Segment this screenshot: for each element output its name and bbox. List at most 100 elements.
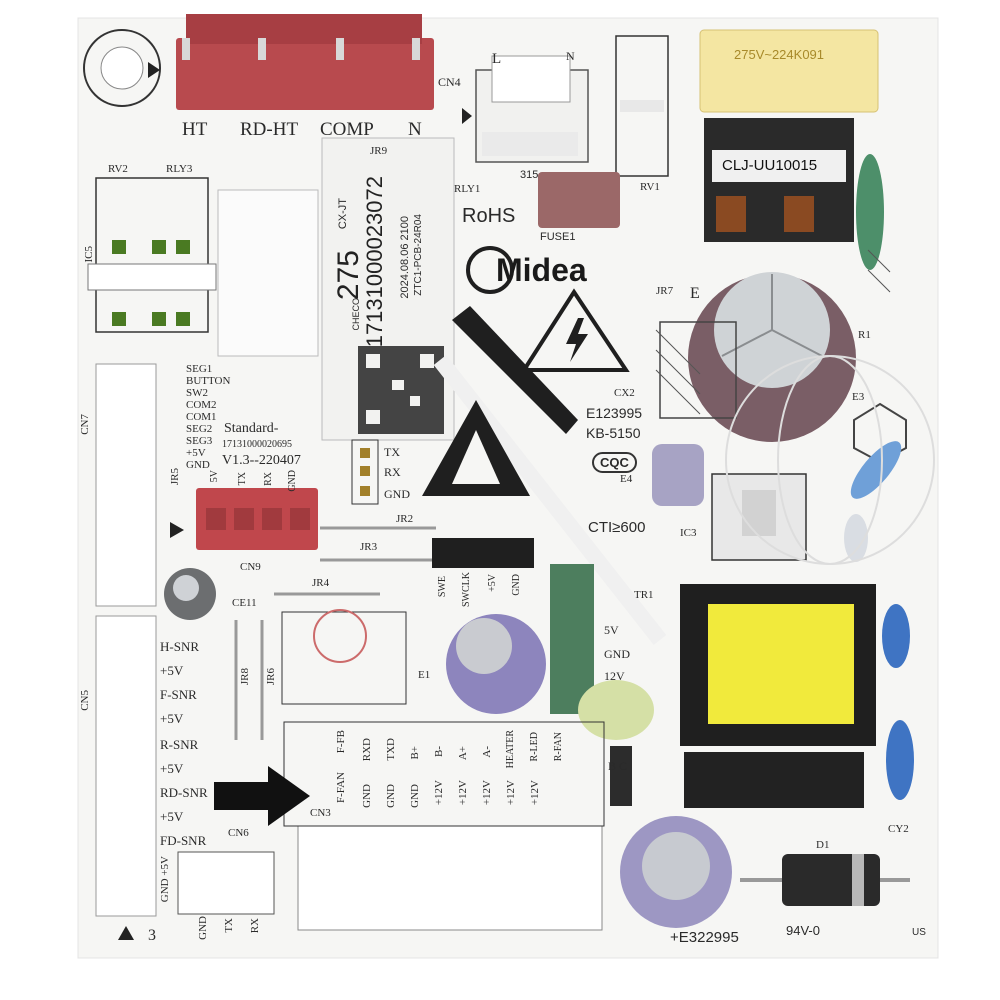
tr1-label: TR1	[634, 589, 654, 601]
bottom-rating: 94V-0	[786, 923, 820, 938]
cn3-upper-9: R-FAN	[553, 732, 564, 762]
cn3-top-7: +12V	[505, 780, 517, 806]
cap-cy2	[886, 720, 914, 800]
top-conn-l: L	[492, 51, 502, 67]
jr6-label: JR6	[265, 668, 277, 686]
cap-c1	[850, 441, 902, 499]
bottom-e-code: +E322995	[670, 929, 739, 946]
r1-label: R1	[858, 329, 871, 341]
cn5-name: CN5	[79, 690, 91, 711]
cn5-pin-rd-snr: RD-SNR	[160, 785, 208, 800]
cn6-name: CN6	[228, 827, 249, 839]
ce11-label: CE11	[232, 597, 257, 609]
jr3-label: JR3	[360, 541, 378, 553]
qc-stamp-box	[281, 611, 407, 705]
power-module	[550, 564, 594, 714]
txrx-tx: TX	[384, 445, 400, 459]
part-number: 275	[332, 250, 365, 301]
fuse-value: 315	[520, 169, 539, 181]
cn3-top-8: +12V	[529, 780, 541, 806]
cn3-connector	[297, 825, 603, 931]
rohs-label: RoHS	[462, 205, 516, 227]
swd-gnd: GND	[511, 574, 522, 596]
cn3-upper-8: R-LED	[529, 732, 540, 762]
cx2-label: CX2	[614, 387, 635, 399]
txrx-rx: RX	[384, 465, 401, 479]
cn6-pin-gnd: GND	[197, 916, 209, 940]
cqc-mark: CQC	[592, 452, 637, 473]
choke-part-label: CLJ-UU10015	[722, 157, 818, 174]
cn6-pin-rx: RX	[249, 918, 261, 934]
cn7-pin-seg3: SEG3	[186, 435, 213, 447]
diode-d1	[782, 854, 880, 906]
cn4-label-comp: COMP	[320, 119, 374, 140]
cn5-pin-r-snr: R-SNR	[160, 737, 199, 752]
cn4-label-n: N	[408, 119, 422, 140]
d1-label: D1	[816, 839, 830, 851]
cn5-pin-5v-3: +5V	[160, 761, 184, 776]
cert-e-code: E123995	[586, 405, 643, 421]
cy2-label: CY2	[888, 823, 909, 835]
e3-label: E3	[852, 391, 865, 403]
ic3-label: IC3	[680, 527, 697, 539]
fuse-label: FUSE1	[540, 231, 576, 243]
cn9-pin-rx: RX	[263, 472, 274, 486]
swd-swe: SWE	[437, 576, 448, 598]
cn5-pin-f-snr: F-SNR	[160, 687, 197, 702]
cn9-name: CN9	[240, 561, 261, 573]
rly3-label: RLY3	[166, 163, 193, 175]
ic5-label: IC5	[83, 246, 95, 263]
cn9-pin-gnd: GND	[287, 470, 298, 492]
cn5-connector	[95, 615, 157, 917]
cn7-pin-gnd: GND	[186, 459, 210, 471]
cn7-pin-seg2: SEG2	[186, 423, 213, 435]
rv1-outline	[615, 35, 669, 177]
hazard-triangle	[520, 288, 630, 372]
cn3-upper-1: RXD	[361, 738, 373, 762]
cap-e4	[652, 444, 704, 506]
cn5-pin-5v-4: +5V	[160, 809, 184, 824]
standard-code: 17131000020695	[222, 439, 292, 450]
cn7-pin-sw2: SW2	[186, 387, 208, 399]
cn3-upper-6: A-	[481, 746, 493, 758]
arrow-icon	[214, 766, 310, 826]
varistor	[856, 154, 884, 270]
cn7-pin-com2: COM2	[186, 399, 217, 411]
board-code: ZTC1-PCB-24R04	[413, 214, 424, 296]
cn3-top-1: GND	[361, 784, 373, 808]
x-capacitor	[699, 29, 879, 113]
cn7-name: CN7	[79, 414, 91, 435]
jr5-label: JR5	[169, 468, 181, 486]
relay-part-label: 275V~224K091	[734, 47, 825, 62]
part-suffix: CX-JT	[337, 198, 349, 230]
part-code: 17131000023072	[362, 176, 387, 348]
cn3-top-6: +12V	[481, 780, 493, 806]
cn6-connector	[177, 851, 275, 915]
cn3-upper-0: F-FB	[335, 730, 347, 754]
e1-label: E1	[418, 669, 431, 681]
cap-cy1	[882, 604, 910, 668]
power-pin-12v: 12V	[604, 669, 625, 683]
cn5-pin-h-snr: H-SNR	[160, 639, 200, 654]
standard-label: Standard-	[224, 421, 279, 436]
ul-us-mark: US	[912, 927, 926, 938]
cn7-connector	[95, 363, 157, 607]
cn3-top-3: GND	[409, 784, 421, 808]
jr2-label: JR2	[396, 513, 414, 525]
cn4-name: CN4	[438, 75, 461, 89]
relay-rly1	[217, 189, 319, 357]
cn4-connector	[176, 38, 434, 110]
bc-label: B C	[608, 759, 628, 773]
jumper-block	[432, 538, 534, 568]
cn9-pin-tx: TX	[237, 472, 248, 486]
jr7-label: JR7	[656, 285, 674, 297]
jr9-label: JR9	[370, 145, 388, 157]
swd-swclk: SWCLK	[461, 572, 472, 607]
cn3-top-2: GND	[385, 784, 397, 808]
cn5-pin-fd-snr: FD-SNR	[160, 833, 207, 848]
cert-kb-code: KB-5150	[586, 425, 641, 441]
cn3-top-5: +12V	[457, 780, 469, 806]
cn3-upper-4: B-	[433, 746, 445, 757]
cn6-side-label: GND +5V	[159, 856, 171, 903]
